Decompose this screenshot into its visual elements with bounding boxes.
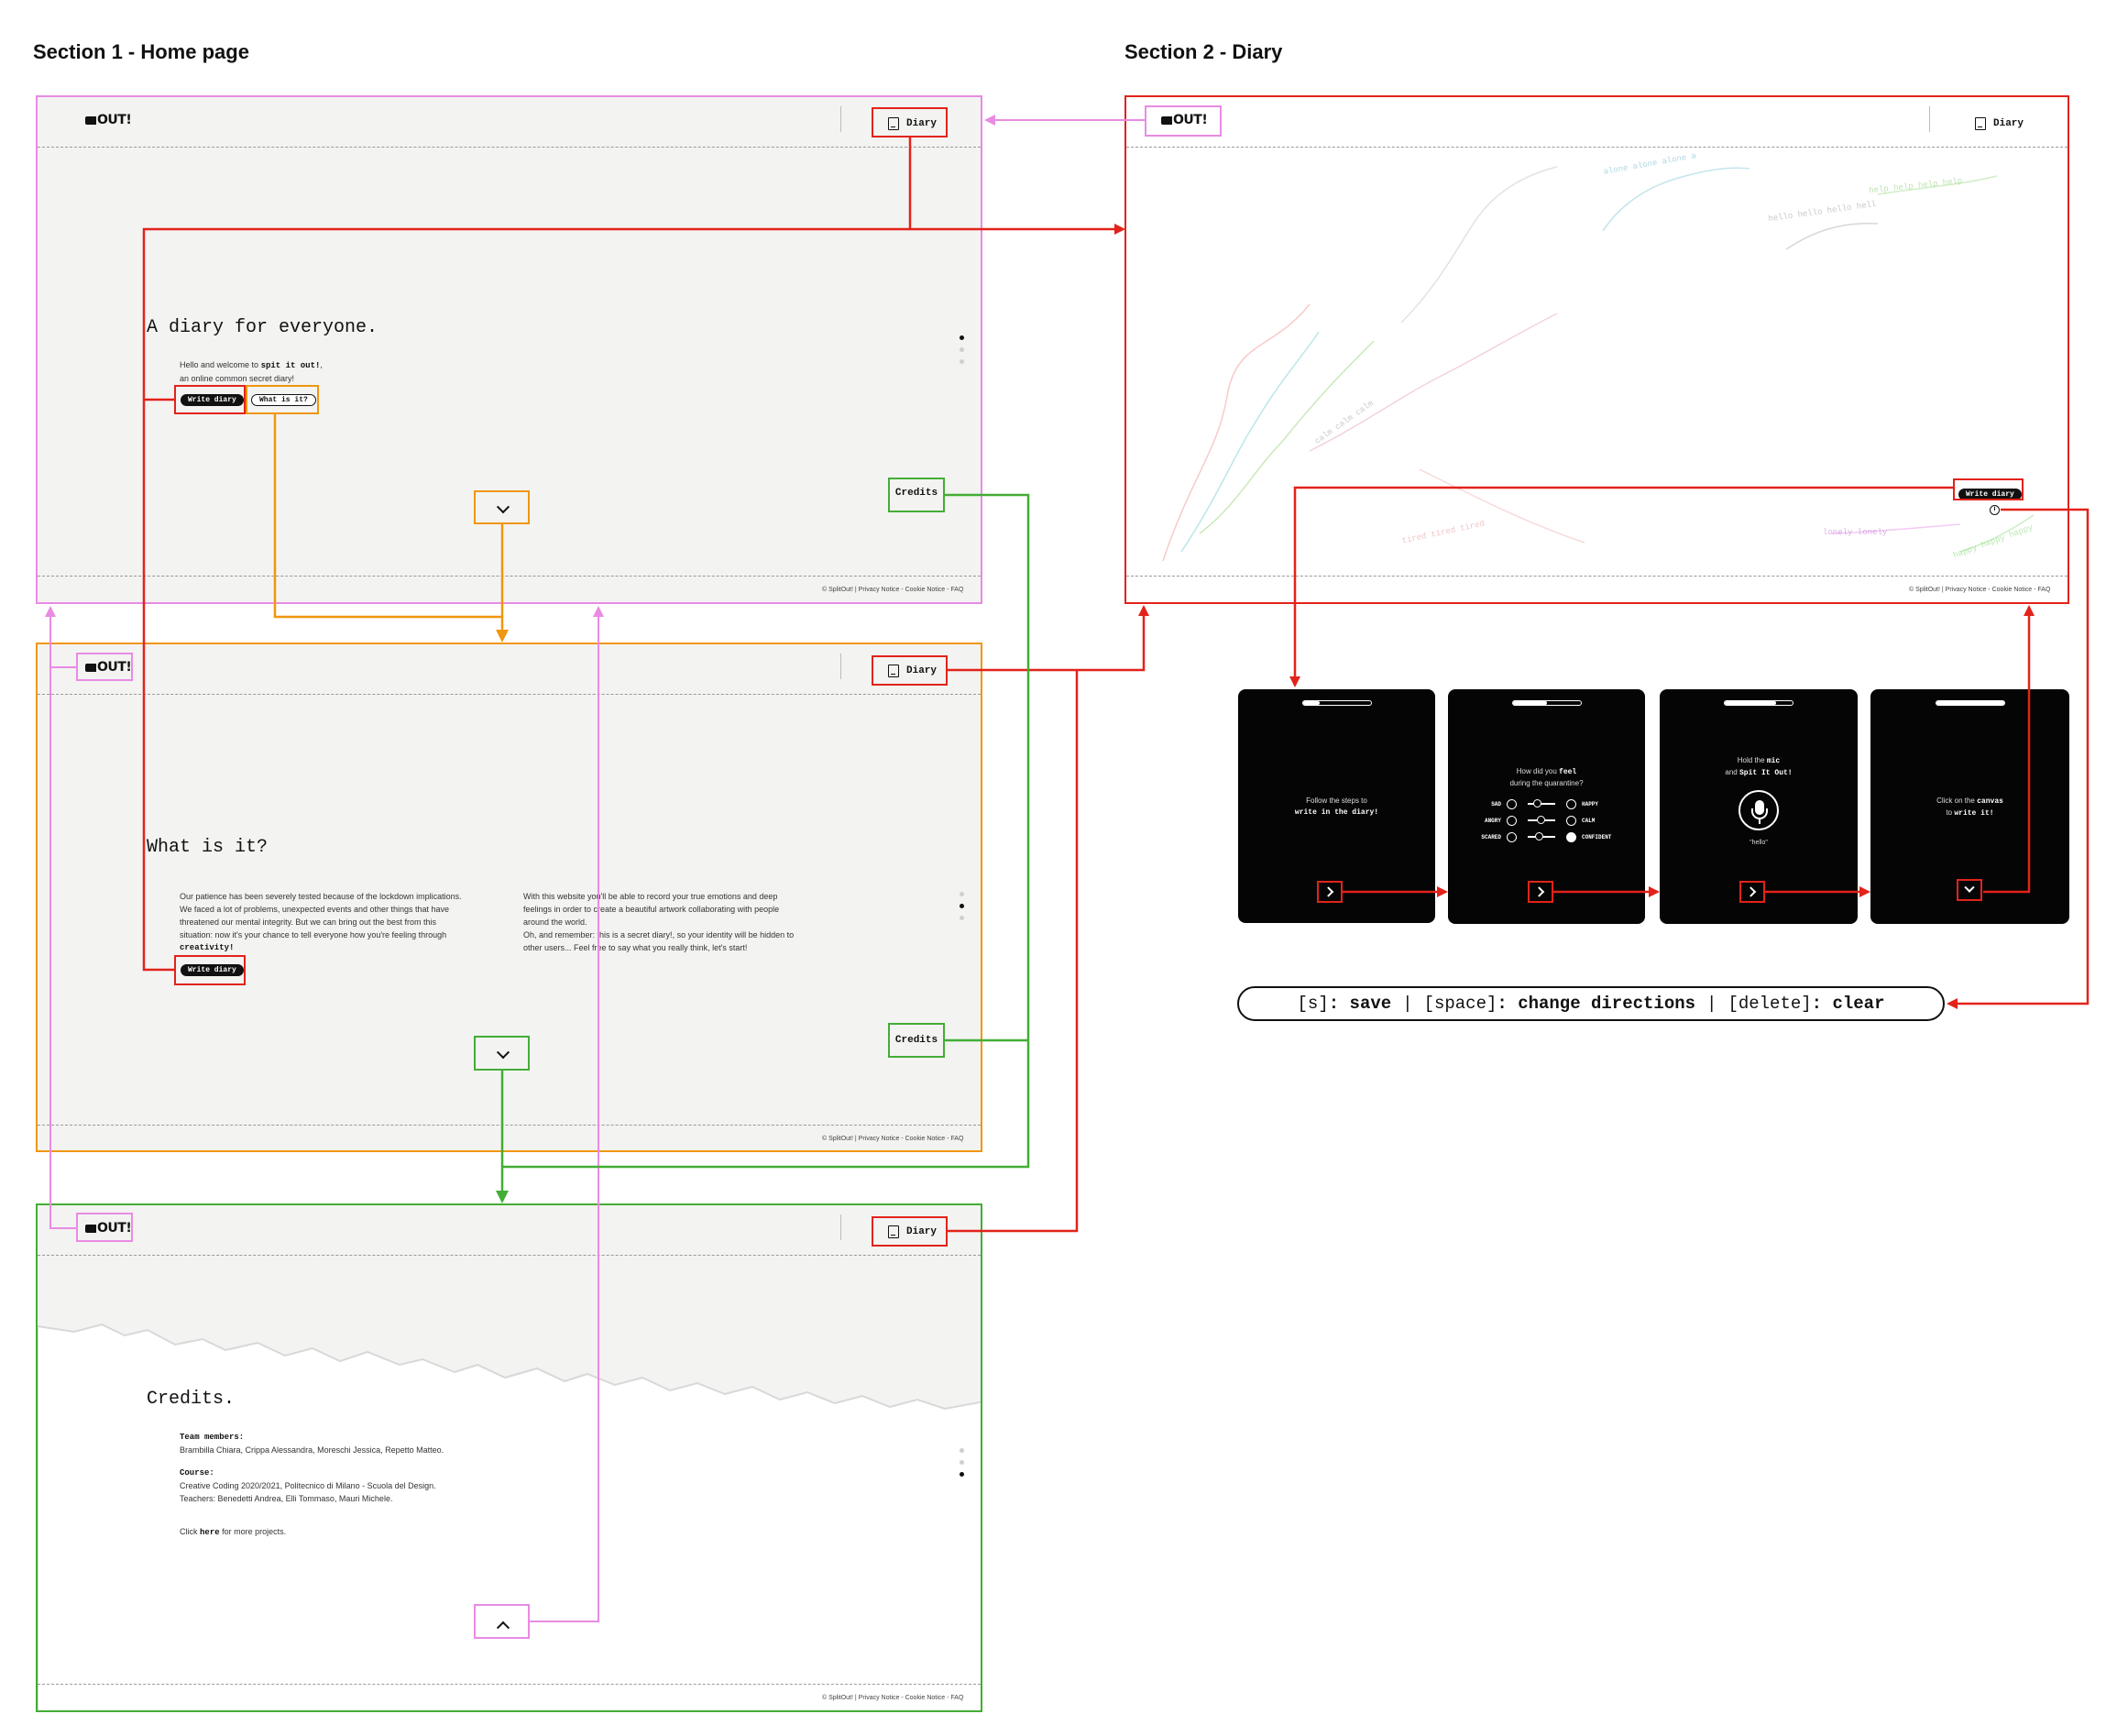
- write-diary-button[interactable]: Write diary: [1958, 489, 2022, 500]
- chevron-right-icon: [1745, 886, 1757, 897]
- calm-face-icon: [1566, 815, 1576, 826]
- logo[interactable]: OUT!: [85, 113, 132, 127]
- credits-text: Team members: Brambilla Chiara, Crippa A…: [180, 1433, 444, 1537]
- megaphone-icon: [85, 663, 96, 672]
- highlight-credits: [888, 1023, 945, 1058]
- diary-canvas-frame: OUT! Diary alone alone alone a hello hel…: [1124, 95, 2069, 604]
- megaphone-icon: [1161, 115, 1172, 125]
- chevron-down-icon: [1964, 882, 1975, 893]
- write-diary-button[interactable]: Write diary: [181, 964, 244, 976]
- logo[interactable]: OUT!: [85, 660, 132, 675]
- highlight-what-is-it: [246, 385, 319, 414]
- info-icon[interactable]: i: [1990, 505, 2000, 515]
- footer[interactable]: © SplitOut! | Privacy Notice - Cookie No…: [822, 1695, 964, 1701]
- highlight-scroll-down: [474, 490, 530, 524]
- happy-face-icon: [1566, 798, 1576, 809]
- book-icon: [1975, 117, 1986, 130]
- credits-frame: OUT! Diary Credits. Team members: Brambi…: [36, 1203, 982, 1712]
- voice-transcript: "hello": [1750, 840, 1768, 846]
- highlight-write-diary: [174, 385, 246, 414]
- next-step-button[interactable]: [1317, 881, 1343, 903]
- page-title: What is it?: [147, 837, 269, 858]
- nav-diary-link[interactable]: Diary: [1975, 117, 2024, 130]
- scared-face-icon: [1507, 831, 1517, 842]
- highlight-scroll-down: [474, 1036, 530, 1071]
- microphone-icon[interactable]: [1739, 790, 1779, 830]
- page-title: Credits.: [147, 1389, 236, 1410]
- highlight-logo: [76, 653, 133, 681]
- highlight-nav-diary: [872, 655, 948, 686]
- what-text-col-1: Our patience has been severely tested be…: [180, 892, 462, 952]
- confident-face-icon: [1566, 831, 1576, 842]
- diary-canvas[interactable]: [1126, 148, 2069, 570]
- megaphone-icon: [85, 115, 96, 125]
- step-progress: [1724, 700, 1793, 706]
- canvas-scribble: lonely lonely: [1823, 528, 1888, 537]
- highlight-scroll-up: [474, 1604, 530, 1639]
- nav-diary-link[interactable]: Diary: [888, 117, 937, 130]
- next-step-button[interactable]: [1739, 881, 1765, 903]
- logo[interactable]: OUT!: [1161, 113, 1208, 127]
- highlight-nav-diary: [872, 1216, 948, 1247]
- nav-diary-link[interactable]: Diary: [888, 1225, 937, 1238]
- page-dots[interactable]: [960, 1448, 965, 1484]
- book-icon: [888, 117, 899, 130]
- footer[interactable]: © SplitOut! | Privacy Notice - Cookie No…: [1909, 587, 2051, 593]
- step-progress: [1935, 700, 2005, 706]
- page-dots[interactable]: [960, 892, 965, 928]
- logo[interactable]: OUT!: [85, 1221, 132, 1236]
- chevron-right-icon: [1322, 886, 1334, 897]
- page-dots[interactable]: [960, 335, 965, 371]
- what-is-it-frame: OUT! Diary What is it? Our patience has …: [36, 643, 982, 1152]
- step-progress: [1511, 700, 1582, 706]
- section-title-home: Section 1 - Home page: [33, 40, 249, 63]
- what-text-col-2: With this website you'll be able to reco…: [523, 892, 795, 952]
- section-title-diary: Section 2 - Diary: [1124, 40, 1283, 63]
- highlight-nav-diary: [872, 107, 948, 137]
- highlight-credits: [888, 478, 945, 512]
- highlight-write-diary: [174, 955, 246, 985]
- footer[interactable]: © SplitOut! | Privacy Notice - Cookie No…: [822, 587, 964, 593]
- highlight-write-diary: [1953, 478, 2024, 500]
- footer[interactable]: © SplitOut! | Privacy Notice - Cookie No…: [822, 1136, 964, 1142]
- page-title: A diary for everyone.: [147, 317, 378, 338]
- angry-face-icon: [1507, 815, 1517, 826]
- close-steps-button[interactable]: [1957, 879, 1982, 901]
- step-progress: [1301, 700, 1372, 706]
- next-step-button[interactable]: [1528, 881, 1553, 903]
- sad-face-icon: [1507, 798, 1517, 809]
- more-projects-link[interactable]: here: [200, 1528, 220, 1537]
- highlight-logo: [1145, 105, 1222, 137]
- intro-text: Hello and welcome to spit it out!, an on…: [180, 360, 323, 383]
- book-icon: [888, 1225, 899, 1238]
- chevron-right-icon: [1533, 886, 1545, 897]
- highlight-logo: [76, 1213, 133, 1242]
- home-page-frame: OUT! Diary A diary for everyone. Hello a…: [36, 95, 982, 604]
- megaphone-icon: [85, 1224, 96, 1233]
- keyboard-shortcuts-bar: [s]: save | [space]: change directions |…: [1237, 986, 1945, 1021]
